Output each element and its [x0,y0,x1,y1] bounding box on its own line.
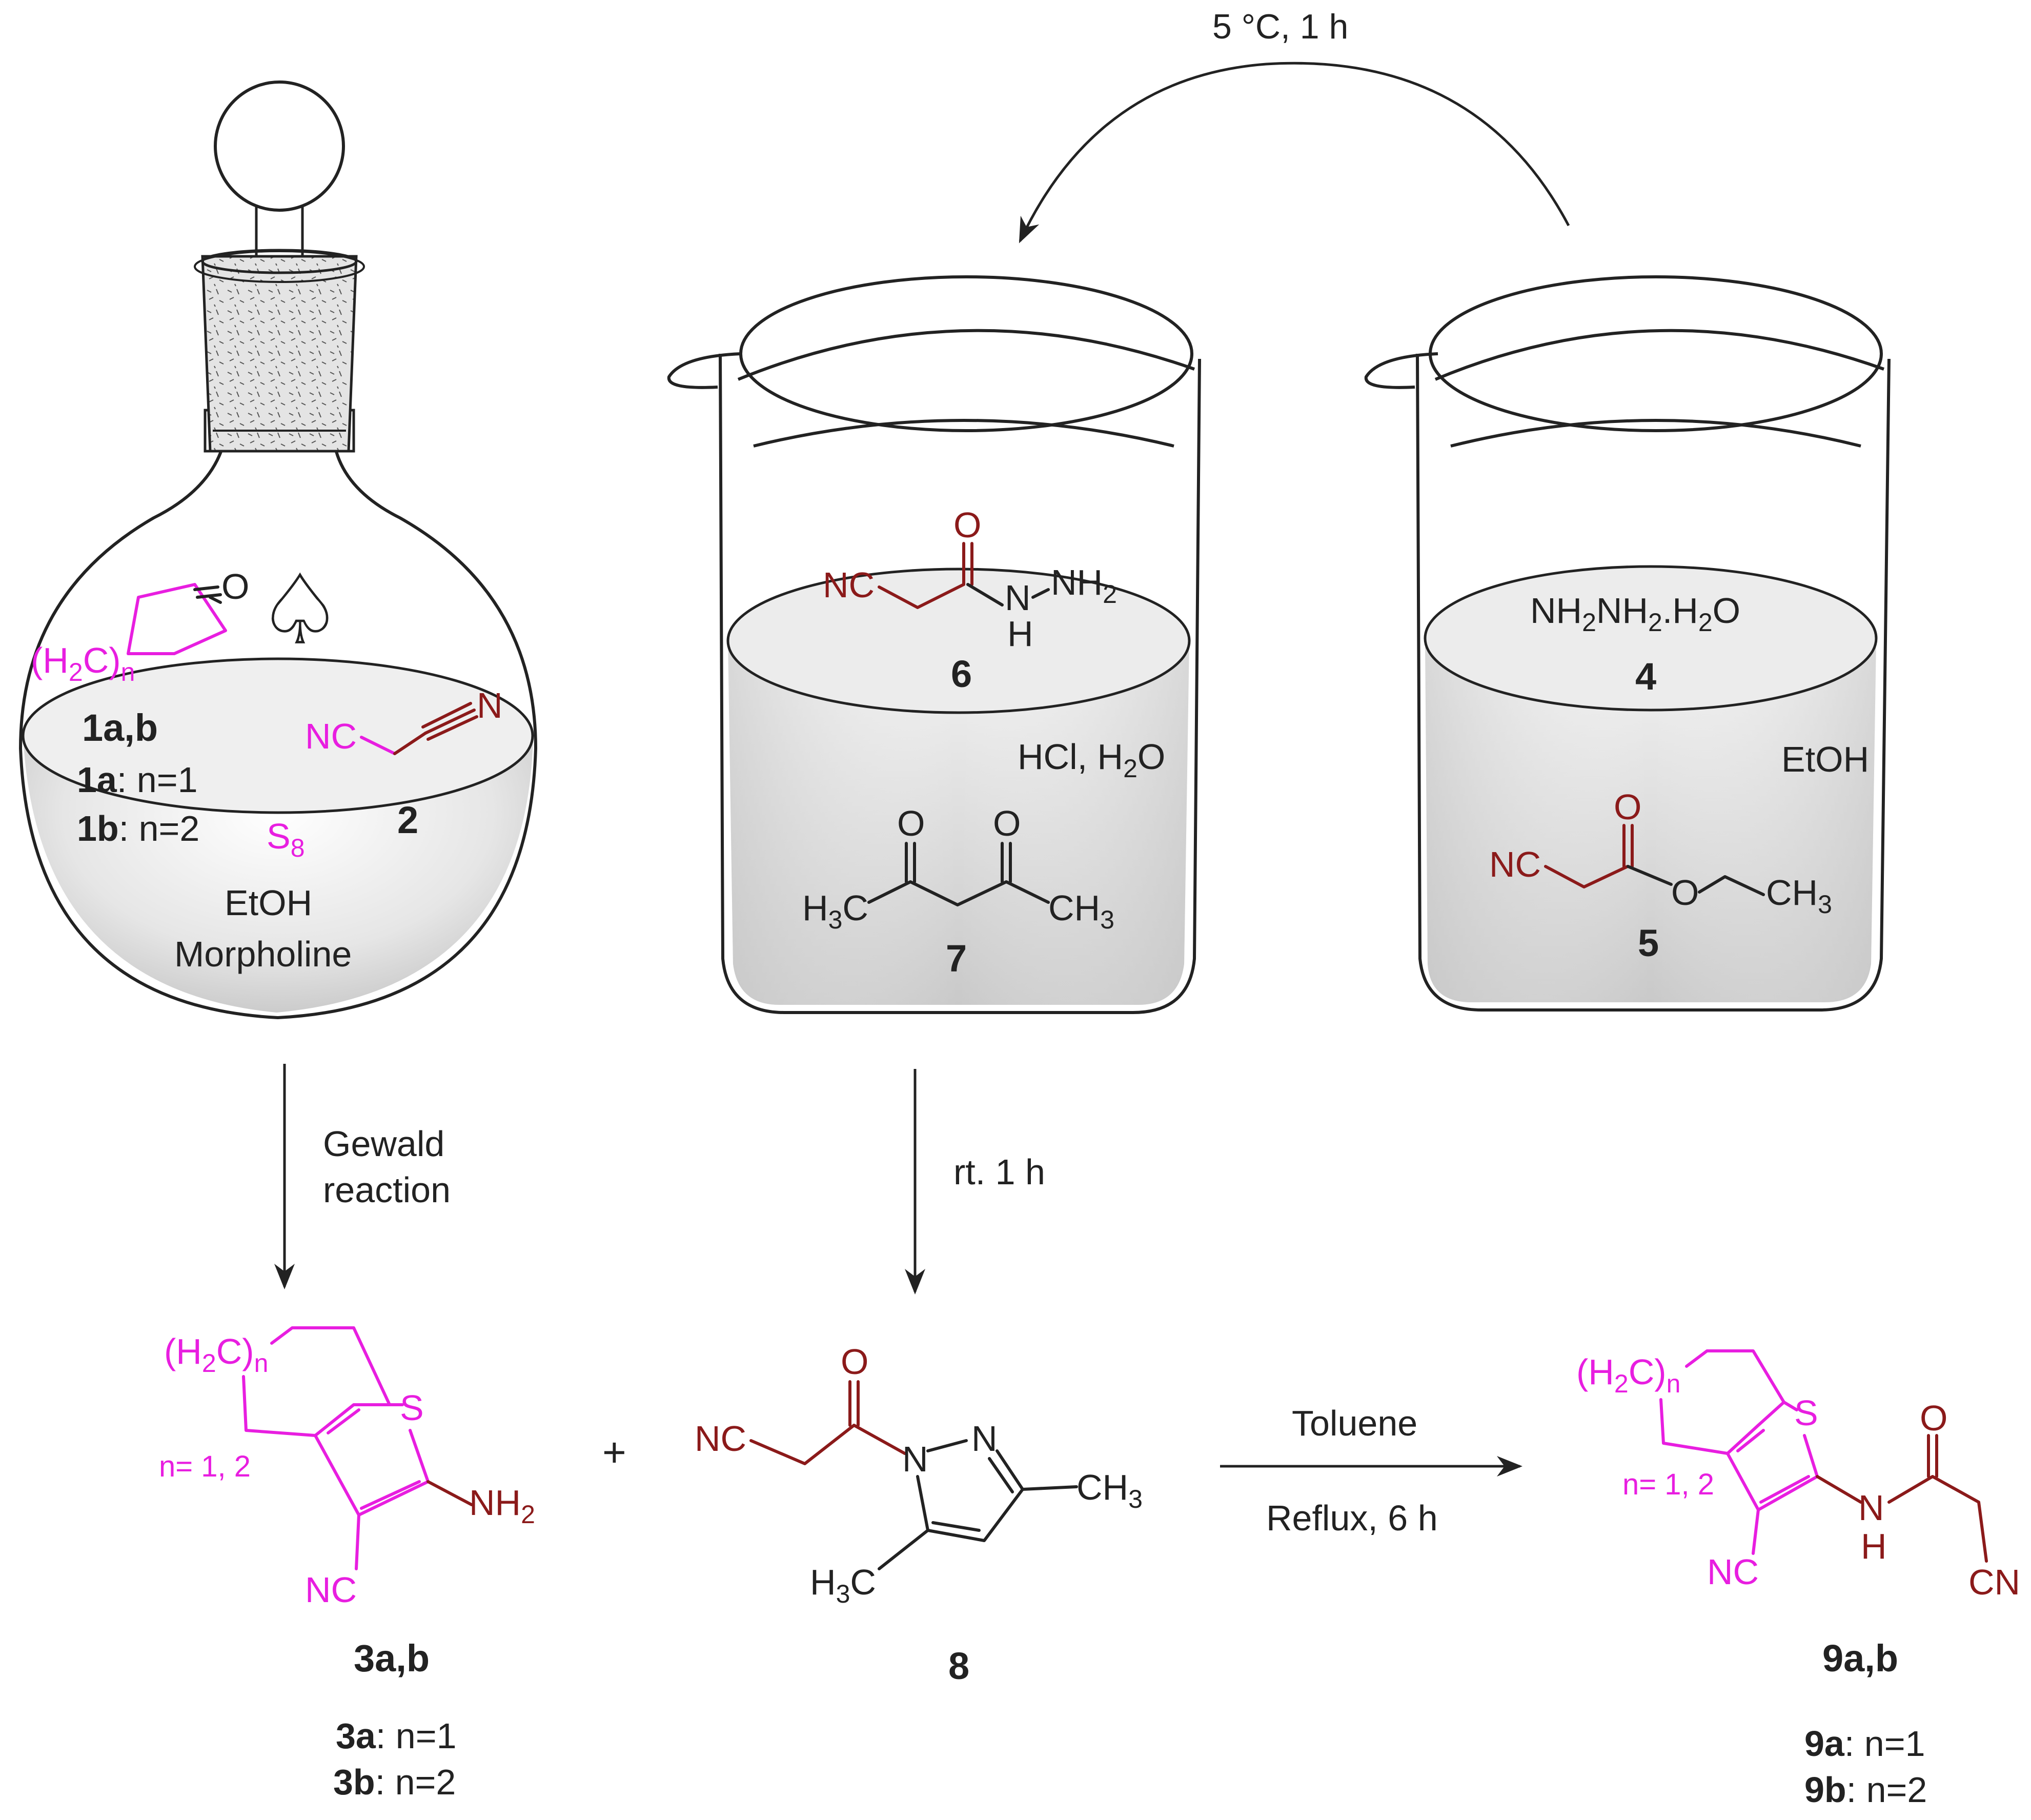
stopper-rim-outer [194,250,365,283]
stopper-stem [255,203,304,256]
c3-S: S [400,1388,424,1428]
solvent-etoh: EtOH [225,883,312,923]
label-6: 6 [951,653,972,695]
c9-ring-substituent: (H2C)n [1576,1352,1680,1398]
c6-O: O [953,505,981,545]
c9-S: S [1794,1393,1818,1433]
label-7: 7 [946,937,967,980]
label-3ab: 3a,b [354,1637,430,1680]
c5-NC: NC [1489,844,1541,884]
c9-CN: CN [1968,1562,2020,1602]
ketone-O: O [221,567,249,606]
c3-NC: NC [305,1570,357,1610]
label-3b: 3b: n=2 [333,1762,456,1802]
beaker-middle-line [753,419,1174,448]
condition-reflux: Reflux, 6 h [1266,1498,1438,1538]
c7-H3C: H3C [802,888,868,934]
ring-substituent: (H2C)n [31,640,135,686]
label-1a: 1a: n=1 [77,760,198,800]
beaker-middle-surface [726,568,1191,714]
flask [19,80,537,1019]
flask-liquid-surface [22,657,534,814]
label-1b: 1b: n=2 [77,808,199,848]
compound-7: O O H3C CH3 7 [802,803,1114,980]
hydrazine-hydrate: NH2NH2.H2O [1530,591,1740,637]
compound-4: NH2NH2.H2O 4 EtOH [1530,591,1869,779]
label-9b: 9b: n=2 [1804,1770,1927,1810]
c9-NC: NC [1707,1552,1759,1592]
c6-N: N [1005,578,1031,618]
beaker-middle-lip [667,352,741,389]
c5-CH3: CH3 [1766,873,1832,919]
c8-H3C: H3C [810,1562,876,1608]
condition-rt: rt. 1 h [953,1152,1045,1192]
c9-O: O [1920,1398,1947,1438]
label-2: 2 [397,799,418,841]
beaker-right-glass [1416,353,1891,1012]
c8-N1: N [902,1439,928,1479]
reagent-hcl-water: HCl, H2O [1018,737,1165,783]
heat-symbol: ♤ [256,556,343,664]
stopper-glass [201,255,358,453]
malononitrile-N: N [477,685,503,725]
compound-2: NC N 2 S8 EtOH Morpholine [174,685,503,974]
beaker-middle-glass [719,353,1201,1014]
c9-n-range: n= 1, 2 [1622,1468,1714,1501]
condition-gewald-1: Gewald [323,1124,444,1164]
beaker-right-surface [1424,565,1878,712]
c7-O1: O [897,803,925,843]
beaker-right-rim [1429,275,1883,432]
label-9a: 9a: n=1 [1804,1724,1925,1764]
sulfur-S8: S8 [267,816,305,862]
label-1ab: 1a,b [82,706,158,749]
compound-1ab: O (H2C)n ♤ 1a,b 1a: n=1 1b: n=2 [31,556,343,848]
solvent-morpholine: Morpholine [174,934,352,974]
c7-CH3: CH3 [1048,888,1114,934]
c5-O1: O [1614,787,1641,827]
c6-NH2: NH2 [1051,562,1117,609]
label-5: 5 [1638,922,1659,964]
condition-gewald-2: reaction [323,1170,451,1210]
c9-H: H [1861,1526,1887,1566]
malononitrile-NC: NC [305,716,357,756]
c3-ring-substituent: (H2C)n [164,1331,268,1378]
label-9ab: 9a,b [1822,1637,1898,1680]
compound-8: O NC N N CH3 H3C 8 [695,1342,1143,1687]
c6-H: H [1007,614,1033,654]
c9-N: N [1858,1488,1884,1528]
compound-3ab: (H2C)n S NH2 NC n= 1, 2 3a,b 3a: n=1 3b:… [159,1326,535,1802]
label-4: 4 [1635,655,1656,698]
c6-NC: NC [823,565,875,605]
beaker-middle [667,275,1201,1014]
plus-sign: + [602,1429,626,1475]
arrow-top-curved [1019,62,1570,244]
beaker-right-rim-inner [1434,329,1885,381]
c5-O2: O [1671,873,1699,913]
c8-O: O [841,1342,868,1382]
compound-6: NC O N H NH2 6 HCl, H2O [823,505,1165,783]
arrows: 5 °C, 1 h Gewald reaction rt. 1 h Toluen… [274,7,1570,1538]
c7-O2: O [993,803,1021,843]
beaker-right-lip [1364,352,1438,389]
beaker-right-line [1450,419,1861,448]
flask-body [19,435,537,1019]
label-8: 8 [948,1645,969,1687]
beaker-middle-rim-inner [737,329,1195,381]
c3-NH2: NH2 [469,1483,535,1529]
beaker-right [1364,275,1891,1012]
label-3a: 3a: n=1 [336,1716,457,1756]
c8-NC: NC [695,1419,746,1459]
solvent-etoh-right: EtOH [1781,739,1869,779]
condition-top: 5 °C, 1 h [1212,7,1348,46]
compound-5: NC O O CH3 5 [1489,787,1832,964]
c8-N2: N [971,1419,998,1459]
c8-CH3: CH3 [1077,1467,1143,1513]
condition-toluene: Toluene [1292,1403,1417,1443]
c3-n-range: n= 1, 2 [159,1450,251,1483]
stopper-knob [214,80,345,212]
compound-9ab: (H2C)n S N H O CN NC n= 1, 2 9a,b 9a: n=… [1576,1349,2020,1810]
